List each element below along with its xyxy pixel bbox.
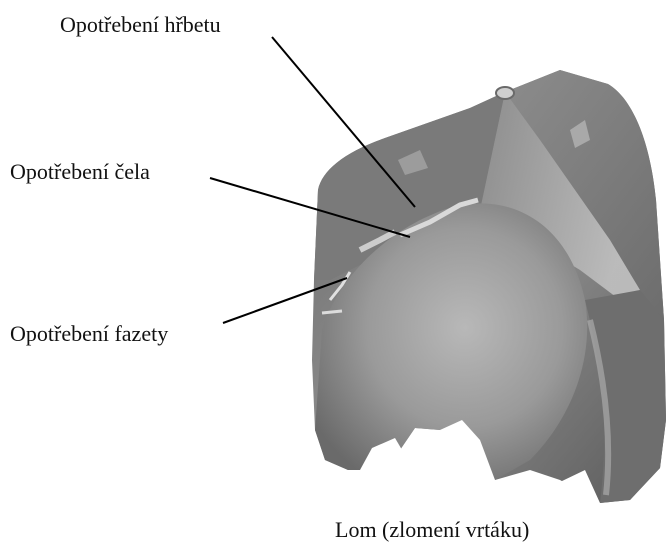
label-chamfer-wear: Opotřebení fazety xyxy=(10,323,168,345)
label-face-wear: Opotřebení čela xyxy=(10,161,150,183)
wear-chamfer-mark xyxy=(322,311,342,313)
label-fracture-caption: Lom (zlomení vrtáku) xyxy=(335,519,529,541)
drill-tip xyxy=(496,87,514,99)
label-back-wear: Opotřebení hřbetu xyxy=(60,14,221,36)
